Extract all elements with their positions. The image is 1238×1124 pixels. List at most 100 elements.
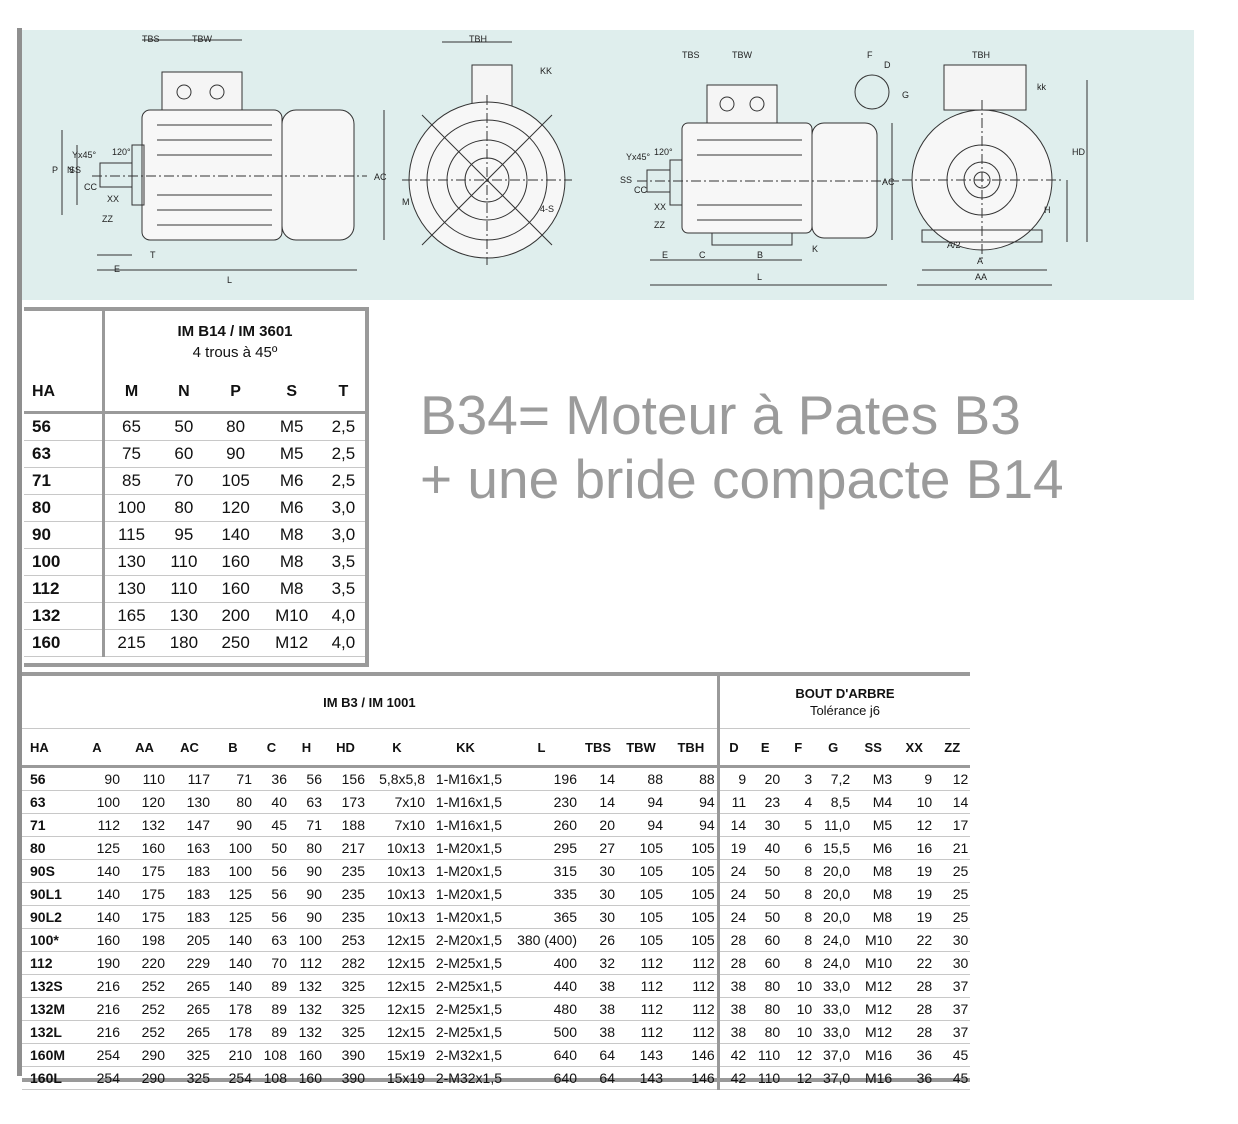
dims-cell: 400 <box>504 951 579 975</box>
flange-cell: 71 <box>24 467 105 495</box>
dims-cell: 112 <box>289 951 324 975</box>
dims-cell: 37 <box>934 997 971 1021</box>
dims-cell: 140 <box>72 882 122 906</box>
dims-cell: 80 <box>748 997 783 1021</box>
dims-cell: 36 <box>894 1066 935 1090</box>
dims-cell: 33,0 <box>814 1020 853 1044</box>
dims-cell: 36 <box>894 1043 935 1067</box>
flange-cell: 112 <box>24 575 105 603</box>
dims-cell: 190 <box>72 951 122 975</box>
dims-cell: 50 <box>254 836 289 860</box>
left-border-line <box>17 28 22 1076</box>
dims-col-header: AC <box>167 728 212 768</box>
dims-cell: 290 <box>122 1043 167 1067</box>
flange-cell: 100 <box>103 494 158 522</box>
dims-cell: 252 <box>122 1020 167 1044</box>
dims-cell: 216 <box>72 997 122 1021</box>
dims-cell: 25 <box>934 859 971 883</box>
flange-cell: 3,5 <box>321 575 365 603</box>
dims-cell: 140 <box>212 951 254 975</box>
flange-cell: 115 <box>103 521 158 549</box>
label-tbw-right: TBW <box>732 50 753 60</box>
dims-cell: 56 <box>289 766 324 791</box>
flange-cell: 50 <box>158 412 210 441</box>
flange-col-header: S <box>261 373 322 414</box>
dims-col-header: ZZ <box>934 728 971 768</box>
dims-cell: M12 <box>852 997 895 1021</box>
dims-cell: 110 <box>748 1043 783 1067</box>
flange-cell: 165 <box>103 602 158 630</box>
dims-cell: 156 <box>324 766 367 791</box>
dims-cell: 15,5 <box>814 836 853 860</box>
label-zz-right: ZZ <box>654 220 665 230</box>
dims-col-header: TBW <box>617 728 665 768</box>
dims-cell: 56 <box>254 905 289 929</box>
dims-cell: 30 <box>579 882 617 906</box>
flange-cell: 132 <box>24 602 105 630</box>
dims-cell: 28 <box>894 1020 935 1044</box>
dims-cell: 230 <box>504 790 579 814</box>
flange-cell: 60 <box>158 440 210 468</box>
flange-cell: M12 <box>261 629 322 657</box>
dims-cell: M16 <box>852 1066 895 1090</box>
dims-cell: 37,0 <box>814 1043 853 1067</box>
dims-cell: 390 <box>324 1066 367 1090</box>
dims-cell: 14 <box>934 790 971 814</box>
dims-col-header: C <box>254 728 289 768</box>
dims-col-header: H <box>289 728 324 768</box>
dims-cell: 15x19 <box>367 1043 427 1067</box>
dims-cell: 8 <box>782 928 815 952</box>
dims-cell: 50 <box>748 905 783 929</box>
label-b: B <box>757 250 763 260</box>
dims-cell: 4 <box>782 790 815 814</box>
dims-cell: M3 <box>852 766 895 791</box>
dims-cell: 380 (400) <box>504 928 579 952</box>
dims-cell: 216 <box>72 974 122 998</box>
dims-cell: 22 <box>894 928 935 952</box>
dims-cell: 12 <box>934 766 971 791</box>
dims-cell: 132M <box>22 997 72 1021</box>
label-yx45-right: Yx45° <box>626 152 651 162</box>
dims-cell: 1-M20x1,5 <box>427 836 504 860</box>
dims-cell: 90L2 <box>22 905 72 929</box>
shaft-header: BOUT D'ARBRE Tolérance j6 <box>716 676 971 729</box>
dims-cell: 11 <box>716 790 749 814</box>
dims-cell: 38 <box>579 1020 617 1044</box>
flange-cell: 130 <box>103 575 158 603</box>
dims-cell: 112 <box>617 974 665 998</box>
flange-cell: 63 <box>24 440 105 468</box>
dims-col-header: SS <box>852 728 895 768</box>
label-120-left: 120° <box>112 147 131 157</box>
annotation-line-1: B34= Moteur à Pates B3 <box>420 384 1021 446</box>
dims-cell: 112 <box>72 813 122 837</box>
dims-cell: 20,0 <box>814 882 853 906</box>
dims-cell: 265 <box>167 974 212 998</box>
dims-cell: 8 <box>782 905 815 929</box>
flange-cell: 120 <box>209 494 262 522</box>
dims-cell: 112 <box>617 951 665 975</box>
dims-cell: 64 <box>579 1043 617 1067</box>
dims-cell: 20 <box>579 813 617 837</box>
dims-cell: 23 <box>748 790 783 814</box>
dims-cell: 45 <box>934 1066 971 1090</box>
flange-cell: 110 <box>158 548 210 576</box>
dims-cell: 25 <box>934 905 971 929</box>
dims-cell: 160 <box>289 1066 324 1090</box>
dims-cell: 40 <box>254 790 289 814</box>
flange-cell: 110 <box>158 575 210 603</box>
dims-cell: 132S <box>22 974 72 998</box>
dims-cell: 178 <box>212 997 254 1021</box>
flange-cell: M8 <box>261 521 322 549</box>
dims-cell: 112 <box>617 1020 665 1044</box>
dims-cell: 325 <box>324 974 367 998</box>
flange-cell: 130 <box>158 602 210 630</box>
dims-cell: 88 <box>617 766 665 791</box>
flange-cell: M6 <box>261 494 322 522</box>
label-ac-right: AC <box>882 177 895 187</box>
label-aa: AA <box>975 272 987 282</box>
label-t: T <box>150 250 156 260</box>
